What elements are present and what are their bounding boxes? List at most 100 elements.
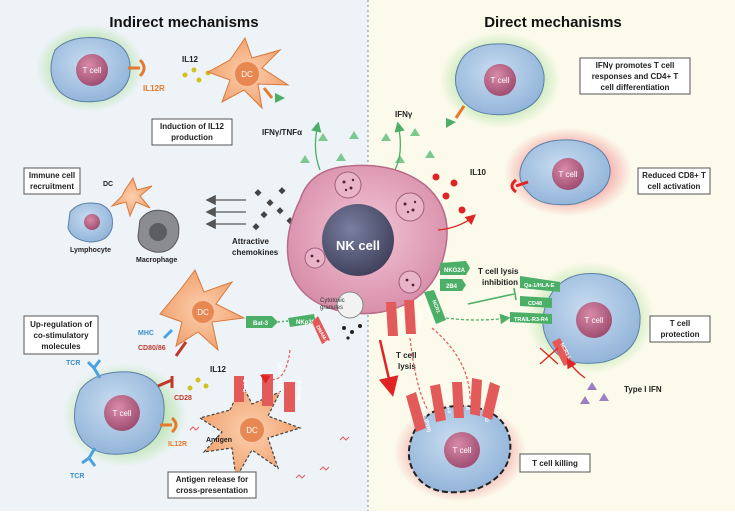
svg-text:CD48: CD48 xyxy=(528,301,542,307)
t-cell-top-right: T cell xyxy=(440,32,560,128)
t-cell-top-left: T cell xyxy=(36,24,144,112)
lysis-inhibition-2: inhibition xyxy=(482,278,518,287)
2b4-receptor: 2B4 xyxy=(440,279,466,291)
tcr-top xyxy=(86,359,102,379)
svg-text:co-stimulatory: co-stimulatory xyxy=(33,331,89,340)
macrophage xyxy=(137,209,180,253)
ncr1-receptor: NCR1 (NKp46) xyxy=(424,290,446,324)
ifng-promotes-box xyxy=(579,57,691,95)
svg-text:Induction of IL12: Induction of IL12 xyxy=(160,122,225,131)
svg-text:T cell: T cell xyxy=(585,316,604,325)
ifngr-right xyxy=(454,105,466,119)
cd48-ligand: CD48 xyxy=(520,296,552,308)
il10-dots xyxy=(432,173,466,214)
il12r-receptor-top xyxy=(128,58,146,78)
chemokines-label-1: Attractive xyxy=(232,237,269,246)
reduced-cd8-box xyxy=(637,167,711,195)
svg-text:T cell: T cell xyxy=(491,76,510,85)
lysis-label-1: T cell xyxy=(396,351,416,360)
type1-ifn-label: Type I IFN xyxy=(624,385,662,394)
cd80-molecule xyxy=(174,341,188,357)
svg-text:Bat-3: Bat-3 xyxy=(243,379,249,392)
svg-text:IFNγ promotes T cell: IFNγ promotes T cell xyxy=(596,61,675,70)
il12r-bottom xyxy=(160,416,178,434)
lysis-inhibition-1: T cell lysis xyxy=(478,267,519,276)
killed-cell-ligands: CD155 (PVR) Nectin-2 MICA-B TRAIL-R1-R2 … xyxy=(406,378,504,433)
nk-cell: NK cell Cytotoxic granules xyxy=(286,164,448,340)
dc-top: DC xyxy=(206,36,290,110)
macrophage-label: Macrophage xyxy=(136,257,177,264)
tcr-bottom xyxy=(81,447,97,467)
header-direct: Direct mechanisms xyxy=(484,14,622,31)
svg-text:recruitment: recruitment xyxy=(30,182,74,191)
ifng-tnfa-label: IFNγ/TNFα xyxy=(262,128,302,137)
cytotoxic-granules xyxy=(304,171,425,294)
cd28-label: CD28 xyxy=(174,395,192,402)
svg-text:T cell: T cell xyxy=(453,446,472,455)
svg-text:Reduced CD8+ T: Reduced CD8+ T xyxy=(642,171,706,180)
granules-label-1: Cytotoxic xyxy=(320,298,345,304)
svg-text:Qa-1/HLA-E: Qa-1/HLA-E xyxy=(524,283,555,289)
svg-text:molecules: molecules xyxy=(41,342,81,351)
arrow-nk-to-dc xyxy=(259,349,291,384)
antigen-label: Antigen xyxy=(206,437,232,444)
il12-label-top: IL12 xyxy=(182,55,199,64)
arrow-to-protection xyxy=(445,313,511,325)
svg-text:TRAIL-R3-R4: TRAIL-R3-R4 xyxy=(514,317,549,323)
cd28-receptor xyxy=(157,376,174,388)
nkg2a-receptor: NKG2A xyxy=(440,261,470,275)
lysis-dashed-2 xyxy=(431,327,471,401)
svg-text:production: production xyxy=(171,133,213,142)
dnam1-right-receptor: DNAM-1 xyxy=(386,302,404,336)
chemokines-label-2: chemokines xyxy=(232,248,279,257)
svg-text:cell activation: cell activation xyxy=(648,182,701,191)
granules-label-2: granules xyxy=(320,305,343,311)
svg-text:NCR1-L: NCR1-L xyxy=(495,397,504,415)
svg-text:T cell: T cell xyxy=(670,319,690,328)
tcr-top-label: TCR xyxy=(66,360,80,367)
cd80-label: CD80/86 xyxy=(138,345,166,352)
arrow-type1-ifn xyxy=(566,357,586,379)
chemokine-arrows xyxy=(205,194,246,230)
recruit-dc xyxy=(110,176,153,218)
svg-text:Nectin-2: Nectin-2 xyxy=(297,380,303,400)
dc-middle: DC xyxy=(159,268,246,352)
svg-text:NKp30: NKp30 xyxy=(296,320,316,326)
protection-box xyxy=(649,315,711,343)
bat3-nkp30-link xyxy=(277,320,289,323)
dying-dc: DC xyxy=(198,382,302,480)
killing-box xyxy=(519,453,591,473)
t-cell-bottom-left: T cell xyxy=(63,363,187,467)
ifng-bound-triangle xyxy=(275,93,285,103)
svg-text:cross-presentation: cross-presentation xyxy=(176,486,248,495)
bat3-receptor: Bat-3 xyxy=(246,316,278,328)
lymphocyte xyxy=(67,202,113,243)
t-cell-middle-right: T cell xyxy=(504,128,632,216)
svg-text:DC: DC xyxy=(241,70,253,79)
svg-text:NCR1: NCR1 xyxy=(430,299,441,314)
recruit-dc-label: DC xyxy=(103,181,113,188)
svg-text:Antigen release for: Antigen release for xyxy=(176,475,248,484)
il12r-bottom-label: IL12R xyxy=(168,441,187,448)
arrow-ifng-right xyxy=(394,121,405,171)
cytokine-triangles xyxy=(300,128,435,163)
svg-text:cell differentiation: cell differentiation xyxy=(601,83,670,92)
header-indirect: Indirect mechanisms xyxy=(109,14,258,31)
svg-text:DC: DC xyxy=(246,426,258,435)
svg-text:T cell: T cell xyxy=(83,66,102,75)
antigen-release-box xyxy=(167,471,257,499)
svg-text:Up-regulation of: Up-regulation of xyxy=(30,320,92,329)
chemokine-diamonds xyxy=(252,187,294,231)
il12-production-box xyxy=(151,118,233,146)
il12-dots-bottom xyxy=(187,377,209,391)
arrow-il10 xyxy=(437,214,476,231)
svg-text:T cell: T cell xyxy=(559,170,578,179)
ifng-bound-right xyxy=(446,118,456,128)
mhc-label: MHC xyxy=(138,330,154,337)
costimulatory-box xyxy=(23,315,99,355)
svg-text:NKG2A: NKG2A xyxy=(444,268,466,274)
arrow-ifng-left xyxy=(311,121,322,171)
recruitment-box xyxy=(23,167,81,195)
nkp30-receptor: NKp30 xyxy=(288,314,316,327)
